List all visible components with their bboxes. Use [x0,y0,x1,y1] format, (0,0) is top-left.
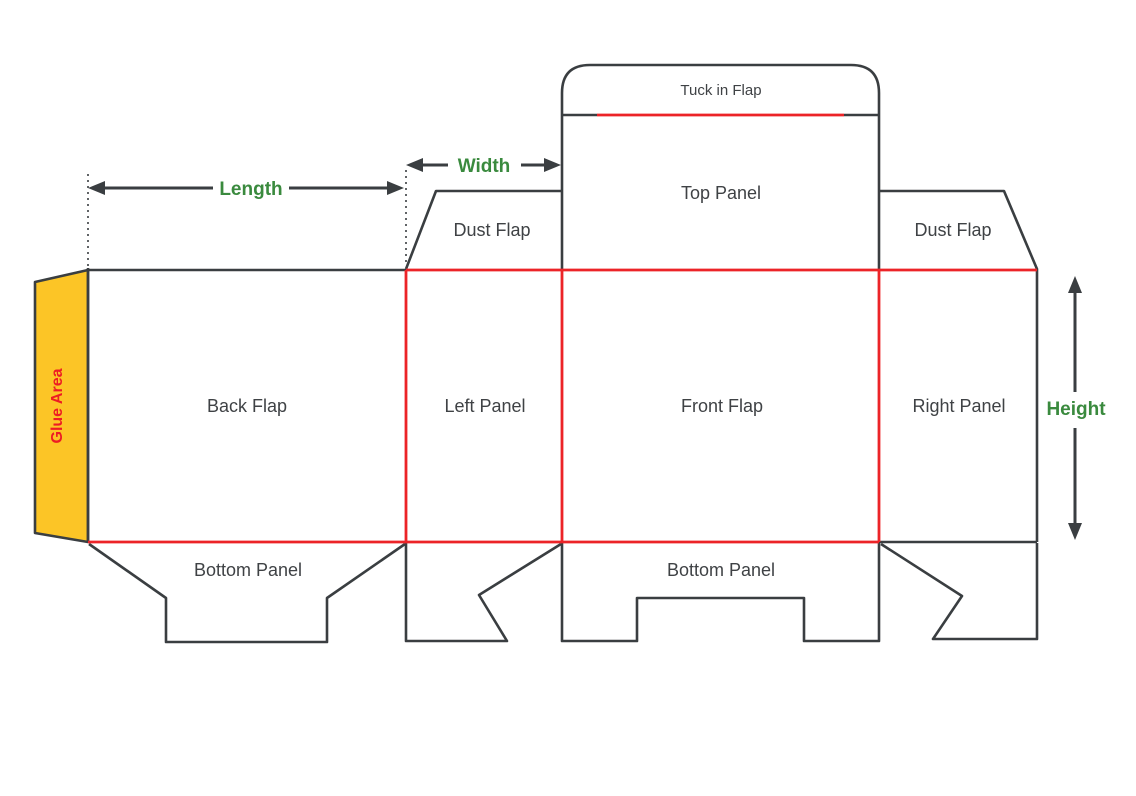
arrowhead-up-icon [1068,276,1082,293]
arrowhead-left-icon [406,158,423,172]
width-dimension-arrow: Width [406,156,561,177]
bottom-panel-left-outline [88,542,406,644]
dust-flap-left-outline [404,189,561,270]
arrowhead-down-icon [1068,523,1082,540]
left-panel-label: Left Panel [444,396,525,416]
tuck-and-top-panel-outline [560,63,881,271]
dust-flap-left-label: Dust Flap [453,220,530,240]
right-panel-label: Right Panel [912,396,1005,416]
left-panel-bottom-flap-outline [404,542,562,643]
back-flap-label: Back Flap [207,396,287,416]
width-label: Width [458,156,511,177]
dust-flap-right-and-right-edge [880,189,1039,542]
bottom-panel-front-outline [560,543,881,643]
length-dimension-arrow: Length [88,179,404,200]
dust-flap-right-label: Dust Flap [914,220,991,240]
arrowhead-left-icon [88,181,105,195]
arrowhead-right-icon [387,181,404,195]
top-panel-label: Top Panel [681,183,761,203]
height-label: Height [1046,399,1106,420]
right-panel-bottom-flap-outline [880,542,1039,641]
front-flap-label: Front Flap [681,396,763,416]
length-label: Length [219,179,282,200]
glue-area-label: Glue Area [49,368,66,443]
tuck-flap-label: Tuck in Flap [680,82,761,99]
arrowhead-right-icon [544,158,561,172]
bottom-panel-front-label: Bottom Panel [667,560,775,580]
height-dimension-arrow: Height [1046,276,1106,540]
bottom-panel-left-label: Bottom Panel [194,560,302,580]
